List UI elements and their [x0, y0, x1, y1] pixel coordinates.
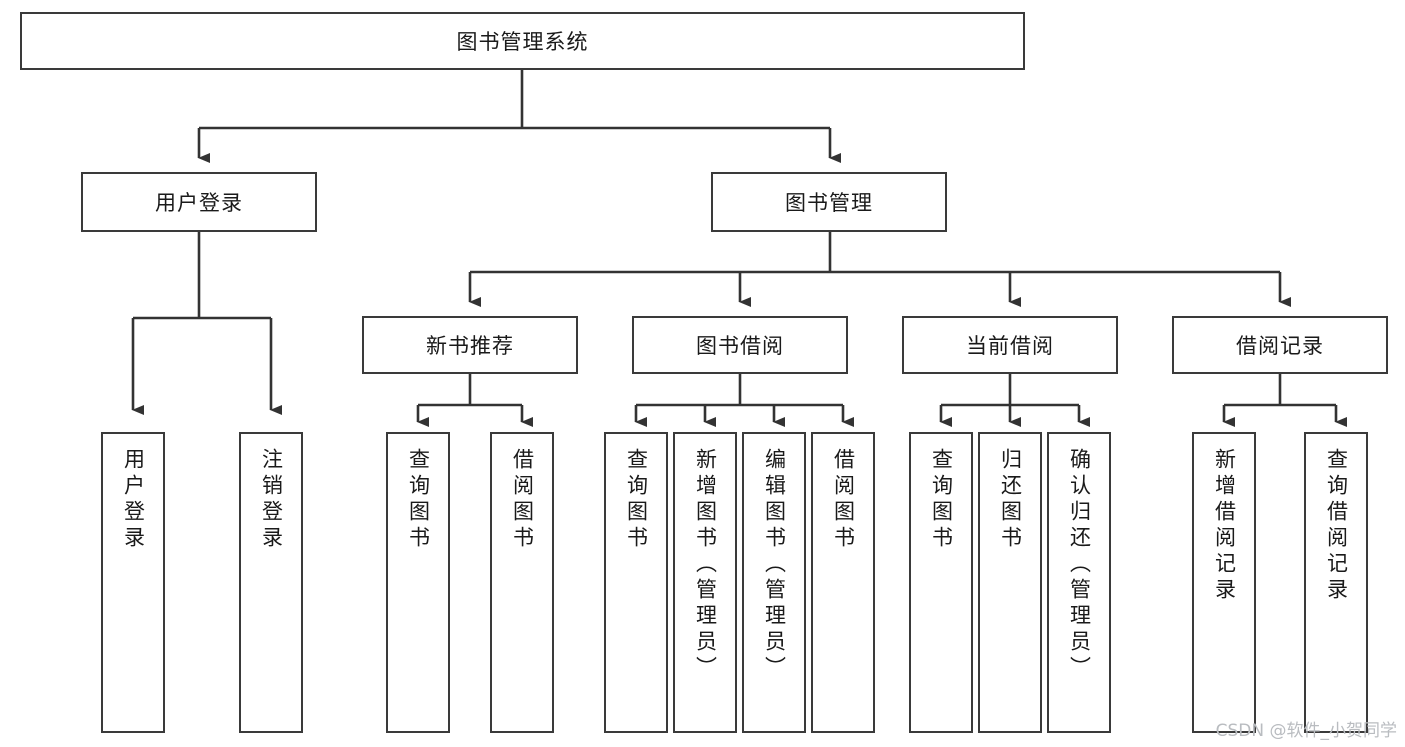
node-leaf-edit-book[interactable]: 编辑图书（管理员） — [742, 432, 806, 733]
watermark-text: CSDN @软件_小贺同学 — [1215, 721, 1397, 741]
node-leaf-user-login[interactable]: 用户登录 — [101, 432, 165, 733]
node-leaf-user-logout[interactable]: 注销登录 — [239, 432, 303, 733]
node-book-management-label: 图书管理 — [785, 191, 873, 215]
node-new-book-recommend-label: 新书推荐 — [426, 334, 514, 358]
node-leaf-query-book-3-label: 查询图书 — [929, 448, 954, 552]
node-leaf-query-book-3[interactable]: 查询图书 — [909, 432, 973, 733]
node-leaf-borrow-book-1[interactable]: 借阅图书 — [490, 432, 554, 733]
node-user-login-label: 用户登录 — [155, 191, 243, 215]
node-leaf-query-record-label: 查询借阅记录 — [1324, 448, 1349, 604]
node-book-management[interactable]: 图书管理 — [711, 172, 947, 232]
node-borrow-record-label: 借阅记录 — [1236, 334, 1324, 358]
node-leaf-add-record[interactable]: 新增借阅记录 — [1192, 432, 1256, 733]
node-current-borrow-label: 当前借阅 — [966, 334, 1054, 358]
node-leaf-borrow-book-2-label: 借阅图书 — [831, 448, 856, 552]
node-leaf-add-record-label: 新增借阅记录 — [1212, 448, 1237, 604]
node-book-borrow-label: 图书借阅 — [696, 334, 784, 358]
node-root-label: 图书管理系统 — [456, 30, 589, 54]
node-leaf-borrow-book-1-label: 借阅图书 — [510, 448, 535, 552]
node-leaf-query-book-1[interactable]: 查询图书 — [386, 432, 450, 733]
node-leaf-return-book-label: 归还图书 — [998, 448, 1023, 552]
node-leaf-add-book-label: 新增图书（管理员） — [693, 448, 718, 682]
node-leaf-add-book[interactable]: 新增图书（管理员） — [673, 432, 737, 733]
node-leaf-user-logout-label: 注销登录 — [259, 448, 284, 552]
node-new-book-recommend[interactable]: 新书推荐 — [362, 316, 578, 374]
node-leaf-confirm-return[interactable]: 确认归还（管理员） — [1047, 432, 1111, 733]
node-leaf-user-login-label: 用户登录 — [121, 448, 146, 552]
node-leaf-query-book-2-label: 查询图书 — [624, 448, 649, 552]
node-leaf-query-book-2[interactable]: 查询图书 — [604, 432, 668, 733]
node-leaf-confirm-return-label: 确认归还（管理员） — [1067, 448, 1092, 682]
node-leaf-borrow-book-2[interactable]: 借阅图书 — [811, 432, 875, 733]
node-leaf-query-book-1-label: 查询图书 — [406, 448, 431, 552]
node-root[interactable]: 图书管理系统 — [20, 12, 1025, 70]
node-leaf-return-book[interactable]: 归还图书 — [978, 432, 1042, 733]
node-current-borrow[interactable]: 当前借阅 — [902, 316, 1118, 374]
node-user-login[interactable]: 用户登录 — [81, 172, 317, 232]
node-leaf-edit-book-label: 编辑图书（管理员） — [762, 448, 787, 682]
node-leaf-query-record[interactable]: 查询借阅记录 — [1304, 432, 1368, 733]
node-borrow-record[interactable]: 借阅记录 — [1172, 316, 1388, 374]
node-book-borrow[interactable]: 图书借阅 — [632, 316, 848, 374]
